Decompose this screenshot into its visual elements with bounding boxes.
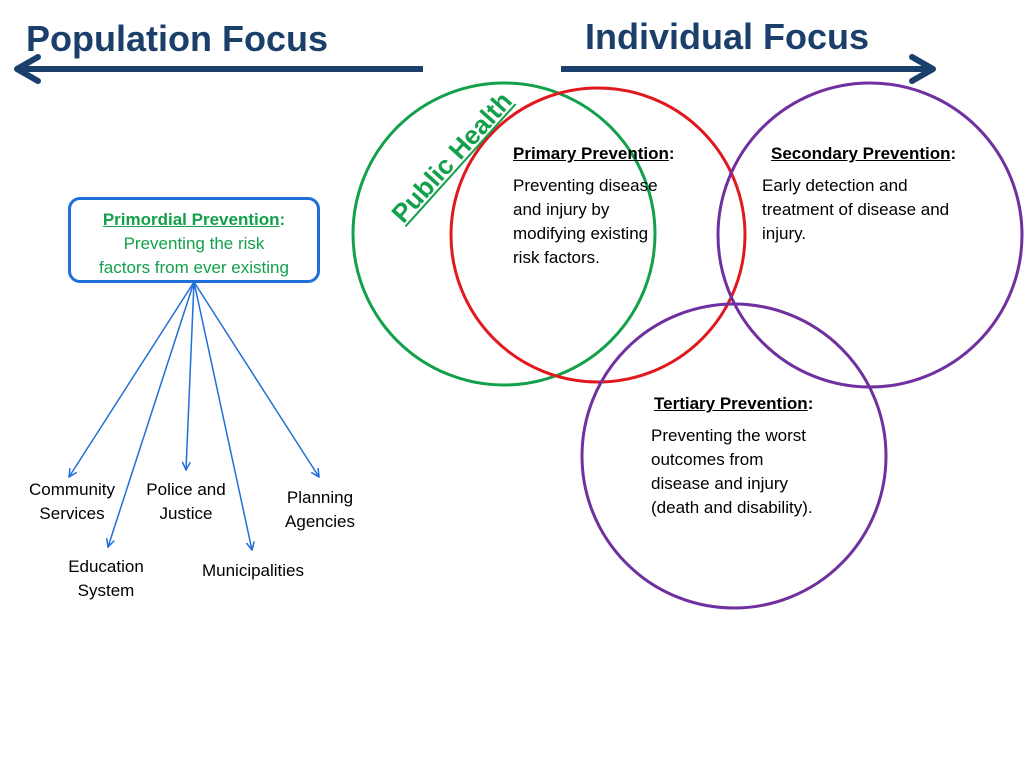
tertiary-prevention-line-4: (death and disability). xyxy=(651,498,813,517)
tertiary-prevention-title: Tertiary Prevention xyxy=(654,394,808,413)
target-line-1: Police and xyxy=(146,480,226,499)
tertiary-prevention-line-3: disease and injury xyxy=(651,474,789,493)
target-community-services: Community Services xyxy=(20,478,124,526)
tertiary-prevention-line-2: outcomes from xyxy=(651,450,764,469)
individual-focus-heading: Individual Focus xyxy=(585,16,870,57)
primary-prevention-line-1: Preventing disease xyxy=(513,176,658,195)
target-municipalities: Municipalities xyxy=(188,559,318,583)
secondary-prevention-colon: : xyxy=(950,144,957,163)
primordial-connectors xyxy=(69,281,319,550)
primary-prevention-line-4: risk factors. xyxy=(513,248,600,267)
secondary-prevention-line-2: treatment of disease and xyxy=(762,200,950,219)
primary-prevention-line-3: modifying existing xyxy=(513,224,649,243)
primary-prevention-colon: : xyxy=(668,144,675,163)
secondary-prevention-line-1: Early detection and xyxy=(762,176,908,195)
target-line-1: Education xyxy=(68,557,144,576)
target-line-2: Services xyxy=(39,504,105,523)
connector-police-justice xyxy=(186,281,195,470)
primordial-prevention-box: Primordial Prevention: Preventing the ri… xyxy=(68,197,320,283)
target-line-1: Municipalities xyxy=(201,561,305,580)
connector-community-services xyxy=(69,281,195,477)
target-line-1: Planning xyxy=(286,488,354,507)
population-focus-heading: Population Focus xyxy=(26,18,328,59)
target-line-2: Justice xyxy=(159,504,213,523)
primordial-prevention-line-1: Preventing the risk xyxy=(123,234,265,253)
target-education-system: Education System xyxy=(54,555,158,603)
target-line-2: System xyxy=(77,581,135,600)
secondary-prevention-line-3: injury. xyxy=(762,224,807,243)
tertiary-prevention-colon: : xyxy=(807,394,814,413)
primordial-prevention-colon: : xyxy=(279,210,286,229)
connector-education-system xyxy=(108,281,195,547)
primary-prevention-title: Primary Prevention xyxy=(513,144,669,163)
secondary-prevention-title: Secondary Prevention xyxy=(771,144,951,163)
primordial-prevention-line-2: factors from ever existing xyxy=(99,258,289,277)
primary-prevention-line-2: and injury by xyxy=(513,200,610,219)
population-focus-arrow xyxy=(14,54,423,84)
target-line-2: Agencies xyxy=(285,512,355,531)
primary-prevention-circle xyxy=(449,86,747,384)
tertiary-prevention-circle xyxy=(580,302,888,610)
tertiary-prevention-line-1: Preventing the worst xyxy=(651,426,806,445)
target-line-1: Community xyxy=(29,480,115,499)
tertiary-prevention-block: Tertiary Prevention: Preventing the wors… xyxy=(651,394,861,520)
secondary-prevention-block: Secondary Prevention: Early detection an… xyxy=(762,144,1002,246)
primary-prevention-block: Primary Prevention: Preventing disease a… xyxy=(513,144,713,270)
individual-focus-arrow xyxy=(561,54,936,84)
primordial-prevention-title: Primordial Prevention xyxy=(102,210,280,229)
target-planning-agencies: Planning Agencies xyxy=(266,486,374,534)
public-health-circle xyxy=(351,81,657,387)
target-police-justice: Police and Justice xyxy=(134,478,238,526)
connector-municipalities xyxy=(193,281,252,550)
connector-planning-agencies xyxy=(193,281,319,477)
